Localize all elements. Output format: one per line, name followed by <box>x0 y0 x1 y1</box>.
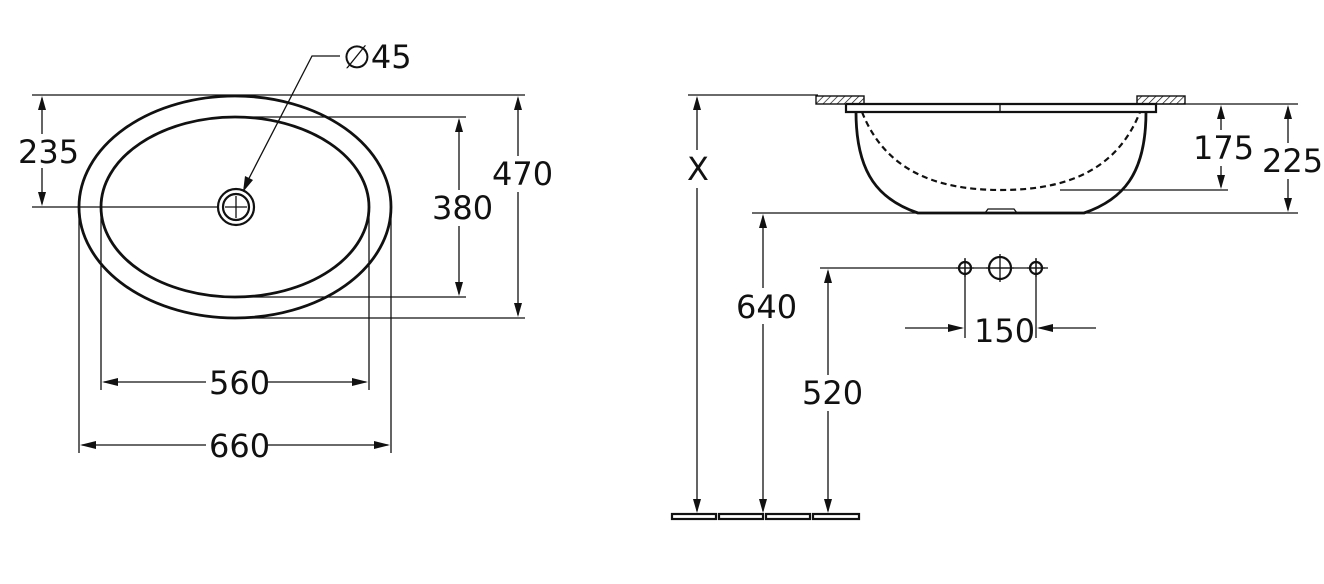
dim-150-line <box>905 324 1096 332</box>
dim-660-label: 660 <box>209 427 270 465</box>
dim-380-label: 380 <box>432 189 493 227</box>
dim-235-label: 235 <box>18 133 79 171</box>
dim-470-line <box>514 96 522 317</box>
dim-660-line <box>80 441 390 449</box>
top-view: ∅45 235 380 470 <box>14 38 553 465</box>
countertop-left <box>815 95 865 105</box>
tap-hole-right-icon <box>1027 259 1045 277</box>
dim-175-label: 175 <box>1193 129 1254 167</box>
side-view: X 175 225 640 52 <box>670 94 1323 521</box>
drain-symbol <box>216 187 256 227</box>
drain-notch <box>984 208 1018 214</box>
floor-plates <box>670 512 861 521</box>
drain-leader <box>243 55 340 192</box>
dim-640-line <box>759 214 767 513</box>
basin-rim-section <box>844 102 1158 114</box>
outlet-hole-icon <box>986 254 1014 282</box>
dim-640-label: 640 <box>736 288 797 326</box>
dim-225-label: 225 <box>1262 142 1323 180</box>
basin-bowl-inner-dashed <box>860 111 1142 192</box>
countertop-right <box>1136 95 1186 105</box>
dim-560-label: 560 <box>209 364 270 402</box>
dim-x-label: X <box>687 150 709 188</box>
dim-150-label: 150 <box>974 312 1035 350</box>
top-view-extension-lines <box>32 94 525 453</box>
dim-560-line <box>102 378 368 386</box>
drain-diameter-label: ∅45 <box>343 38 412 76</box>
tap-hole-left-icon <box>956 259 974 277</box>
dim-470-label: 470 <box>492 155 553 193</box>
dim-520-label: 520 <box>802 374 863 412</box>
